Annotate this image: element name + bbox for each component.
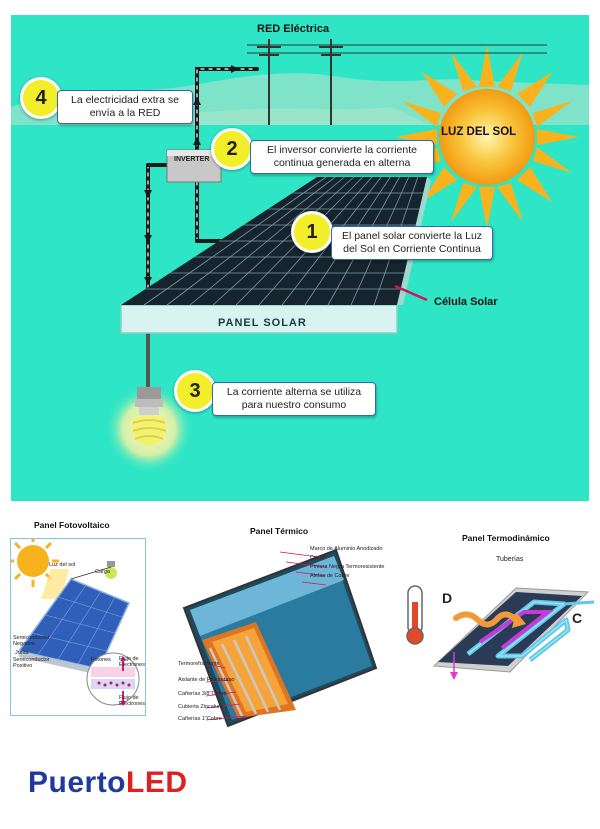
light-bulb-icon [105, 385, 193, 473]
solar-system-diagram: RED Eléctrica LUZ DEL SOL INVERTER PANEL… [11, 15, 589, 501]
sun-label: LUZ DEL SOL [441, 126, 517, 138]
thermal-panel-illustration: Marco de Aluminio Anodizado Cristal Pint… [176, 540, 392, 730]
pv-semi-n-label: Semiconductor Negativo [13, 635, 50, 647]
thermal-label-pipes-38: Cañerías 3/8"Cobre [178, 691, 227, 697]
step-3-badge: 3 [174, 370, 216, 412]
pv-bulb-icon [105, 561, 117, 579]
pv-sun-icon [11, 539, 59, 587]
brand-suffix: LED [126, 766, 188, 799]
pv-junction-label: Junta [15, 650, 29, 656]
pv-sun-label: Luz del sol [49, 562, 76, 568]
thermo-panel-illustration: Tuberías D C [398, 548, 595, 688]
thermo-pipes-label: Tuberías [496, 556, 524, 563]
solar-cell-label: Célula Solar [434, 296, 498, 308]
thermal-label-frame: Marco de Aluminio Anodizado [310, 546, 383, 552]
thermal-label-paint: Pintura Negra Termoresistente [310, 564, 385, 570]
thermo-d-label: D [442, 590, 453, 606]
thermal-label-zincalum: Cubierta Zincalum [178, 704, 223, 710]
panel-label: PANEL SOLAR [218, 317, 307, 329]
thermal-panel-title: Panel Térmico [250, 526, 309, 536]
thermal-label-fins: Aletas de Cobre [310, 573, 350, 579]
thermo-c-label: C [572, 610, 583, 626]
grid-label: RED Eléctrica [257, 23, 330, 35]
step-1-badge: 1 [291, 211, 333, 253]
thermometer-icon [406, 585, 424, 645]
thermal-label-pipes-1: Cañerías 1"Cobre [178, 716, 222, 722]
thermal-label-insulation: Aislante de Poliuretano [178, 677, 235, 683]
thermo-panel-title: Panel Termodinámico [462, 533, 550, 543]
thermo-panel-graphics [406, 585, 595, 680]
power-lines-icon [247, 39, 547, 125]
diagram-graphics [11, 39, 589, 473]
thermal-label-glass: Cristal [310, 555, 326, 561]
pv-photons-label: Fotones [91, 657, 111, 663]
inverter-label: INVERTER [174, 156, 210, 163]
sun-icon [395, 45, 579, 229]
pv-electron-flow-top: Flujo de Electrones [119, 656, 145, 668]
step-1-callout: El panel solar convierte la Luz del Sol … [331, 226, 493, 260]
step-4-badge: 4 [20, 77, 62, 119]
solar-panel-icon [120, 176, 431, 334]
step-2-badge: 2 [211, 128, 253, 170]
pv-panel-title: Panel Fotovoltaico [34, 520, 110, 530]
step-4-callout: La electricidad extra se envía a la RED [57, 90, 193, 124]
thermal-label-termorefractante: Termorefractante [178, 661, 220, 667]
pv-panel-graphics [11, 539, 140, 706]
brand-logo: PuertoLED [28, 766, 188, 800]
pv-load-label: Carga [95, 569, 110, 575]
pv-semi-p-label: Semiconductor Positivo [13, 657, 50, 669]
step-2-callout: El inversor convierte la corriente conti… [250, 140, 434, 174]
pv-electron-flow-bottom: Flujo de Electrones [119, 695, 145, 707]
pv-panel-illustration: Luz del sol Carga Semiconductor Negativo… [10, 538, 146, 716]
brand-prefix: Puerto [28, 766, 127, 799]
step-3-callout: La corriente alterna se utiliza para nue… [212, 382, 376, 416]
thermal-panel-graphics [182, 548, 378, 728]
